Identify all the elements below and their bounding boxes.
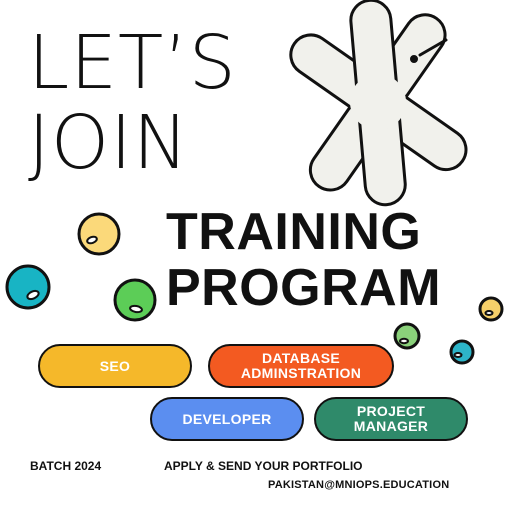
track-seo-pill: SEO [38, 344, 192, 388]
track-project-manager-pill: PROJECT MANAGER [314, 397, 468, 441]
title-line-1: TRAINING [166, 203, 422, 261]
headline-line-1: LET’S [28, 20, 237, 106]
track-database-pill: DATABASE ADMINSTRATION [208, 344, 394, 388]
track-project-manager-label: PROJECT MANAGER [353, 403, 429, 434]
headline-line-2: JOIN [28, 100, 190, 186]
title-line-2: PROGRAM [166, 259, 442, 317]
batch-label: BATCH 2024 [30, 459, 102, 473]
track-developer-pill: DEVELOPER [150, 397, 304, 441]
apply-cta: APPLY & SEND YOUR PORTFOLIO [164, 459, 363, 473]
track-developer-label: DEVELOPER [182, 410, 272, 427]
track-database-label: DATABASE ADMINSTRATION [240, 350, 362, 381]
track-seo-label: SEO [99, 357, 131, 374]
contact-email[interactable]: PAKISTAN@MNIOPS.EDUCATION [268, 479, 450, 491]
